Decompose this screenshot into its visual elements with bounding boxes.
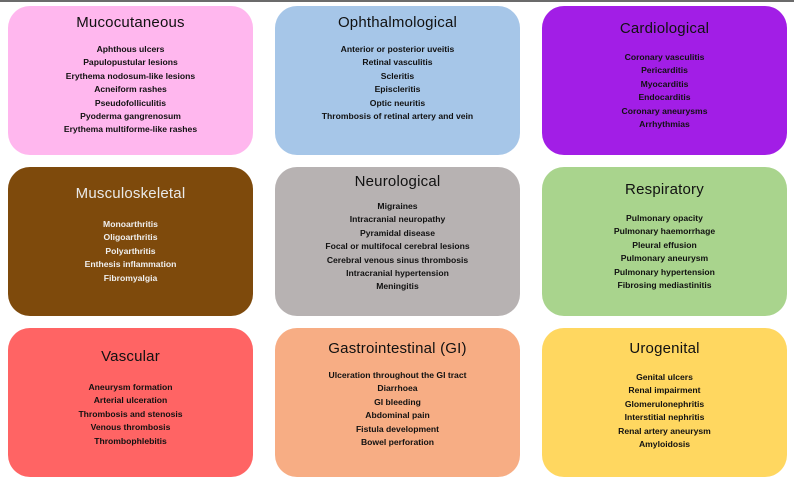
list-item: Pyoderma gangrenosum [80, 111, 181, 122]
list-item: Acneiform rashes [94, 84, 167, 95]
list-item: Fistula development [355, 423, 440, 434]
list-item: Focal or multifocal cerebral lesions [325, 241, 470, 252]
list-item: Papulopustular lesions [83, 57, 178, 68]
box-title-urogenital: Urogenital [629, 340, 700, 357]
list-item: Episcleritis [374, 84, 421, 95]
list-item: Cerebral venous sinus thrombosis [326, 254, 469, 265]
list-item: Polyarthritis [105, 245, 156, 256]
list-item: Pulmonary opacity [626, 213, 703, 223]
list-item: Pyramidal disease [359, 227, 435, 238]
list-item: Fibromyalgia [103, 272, 158, 283]
top-divider-line [0, 0, 794, 2]
list-item: Diarrhoea [377, 383, 418, 394]
list-item: Thrombosis and stenosis [78, 408, 183, 419]
list-item: Erythema multiforme-like rashes [63, 124, 198, 135]
list-item: Monoarthritis [103, 219, 158, 229]
list-item: Erythema nodosum-like lesions [65, 70, 196, 81]
box-ophthalmological: Ophthalmological Anterior or posterior u… [275, 6, 520, 155]
list-item: Ulceration throughout the GI tract [328, 370, 467, 380]
list-item: Glomerulonephritis [624, 398, 705, 409]
list-item: Pulmonary aneurysm [620, 253, 709, 264]
list-item: Aneurysm formation [88, 382, 173, 392]
box-title-cardiological: Cardiological [619, 20, 710, 37]
box-gastrointestinal: Gastrointestinal (GI) Ulceration through… [275, 328, 520, 477]
list-item: Pulmonary hypertension [614, 266, 715, 277]
list-item: Arrhythmias [639, 119, 690, 130]
list-item: Meningitis [376, 281, 419, 292]
list-item: GI bleeding [374, 396, 421, 407]
list-item: Optic neuritis [369, 97, 426, 108]
list-item: Enthesis inflammation [84, 259, 177, 270]
list-item: Coronary vasculitis [624, 52, 705, 62]
list-item: Migraines [377, 201, 418, 211]
list-item: Bowel perforation [360, 437, 435, 448]
list-item: Anterior or posterior uveitis [340, 44, 455, 54]
list-item: Renal artery aneurysm [618, 425, 711, 436]
list-item: Pleural effusion [632, 239, 697, 250]
box-title-musculoskeletal: Musculoskeletal [75, 185, 186, 202]
box-title-ophthalmological: Ophthalmological [337, 14, 458, 31]
list-item: Abdominal pain [365, 410, 430, 421]
list-item: Pulmonary haemorrhage [613, 226, 716, 237]
list-item: Coronary aneurysms [621, 105, 708, 116]
list-item: Thrombosis of retinal artery and vein [321, 111, 474, 122]
box-title-respiratory: Respiratory [625, 181, 704, 198]
list-item: Genital ulcers [636, 372, 693, 382]
list-item: Amyloidosis [638, 439, 691, 450]
list-item: Fibrosing mediastinitis [617, 280, 712, 291]
list-item: Thrombophlebitis [94, 435, 167, 446]
list-item: Venous thrombosis [90, 422, 171, 433]
list-item: Endocarditis [638, 92, 691, 103]
list-item: Retinal vasculitis [362, 57, 433, 68]
list-item: Renal impairment [628, 385, 701, 396]
list-item: Interstitial nephritis [624, 412, 705, 423]
list-item: Oligoarthritis [103, 232, 158, 243]
list-item: Intracranial neuropathy [349, 214, 446, 225]
list-item: Myocarditis [640, 78, 689, 89]
box-title-gastrointestinal: Gastrointestinal (GI) [328, 340, 467, 357]
list-item: Arterial ulceration [93, 395, 168, 406]
list-item: Pericarditis [641, 65, 688, 76]
list-item: Intracranial hypertension [346, 268, 449, 279]
list-item: Scleritis [380, 70, 415, 81]
box-title-vascular: Vascular [101, 348, 160, 365]
list-item: Pseudofolliculitis [94, 97, 167, 108]
box-title-mucocutaneous: Mucocutaneous [76, 14, 185, 31]
list-item: Aphthous ulcers [96, 44, 165, 54]
box-title-neurological: Neurological [354, 173, 441, 190]
